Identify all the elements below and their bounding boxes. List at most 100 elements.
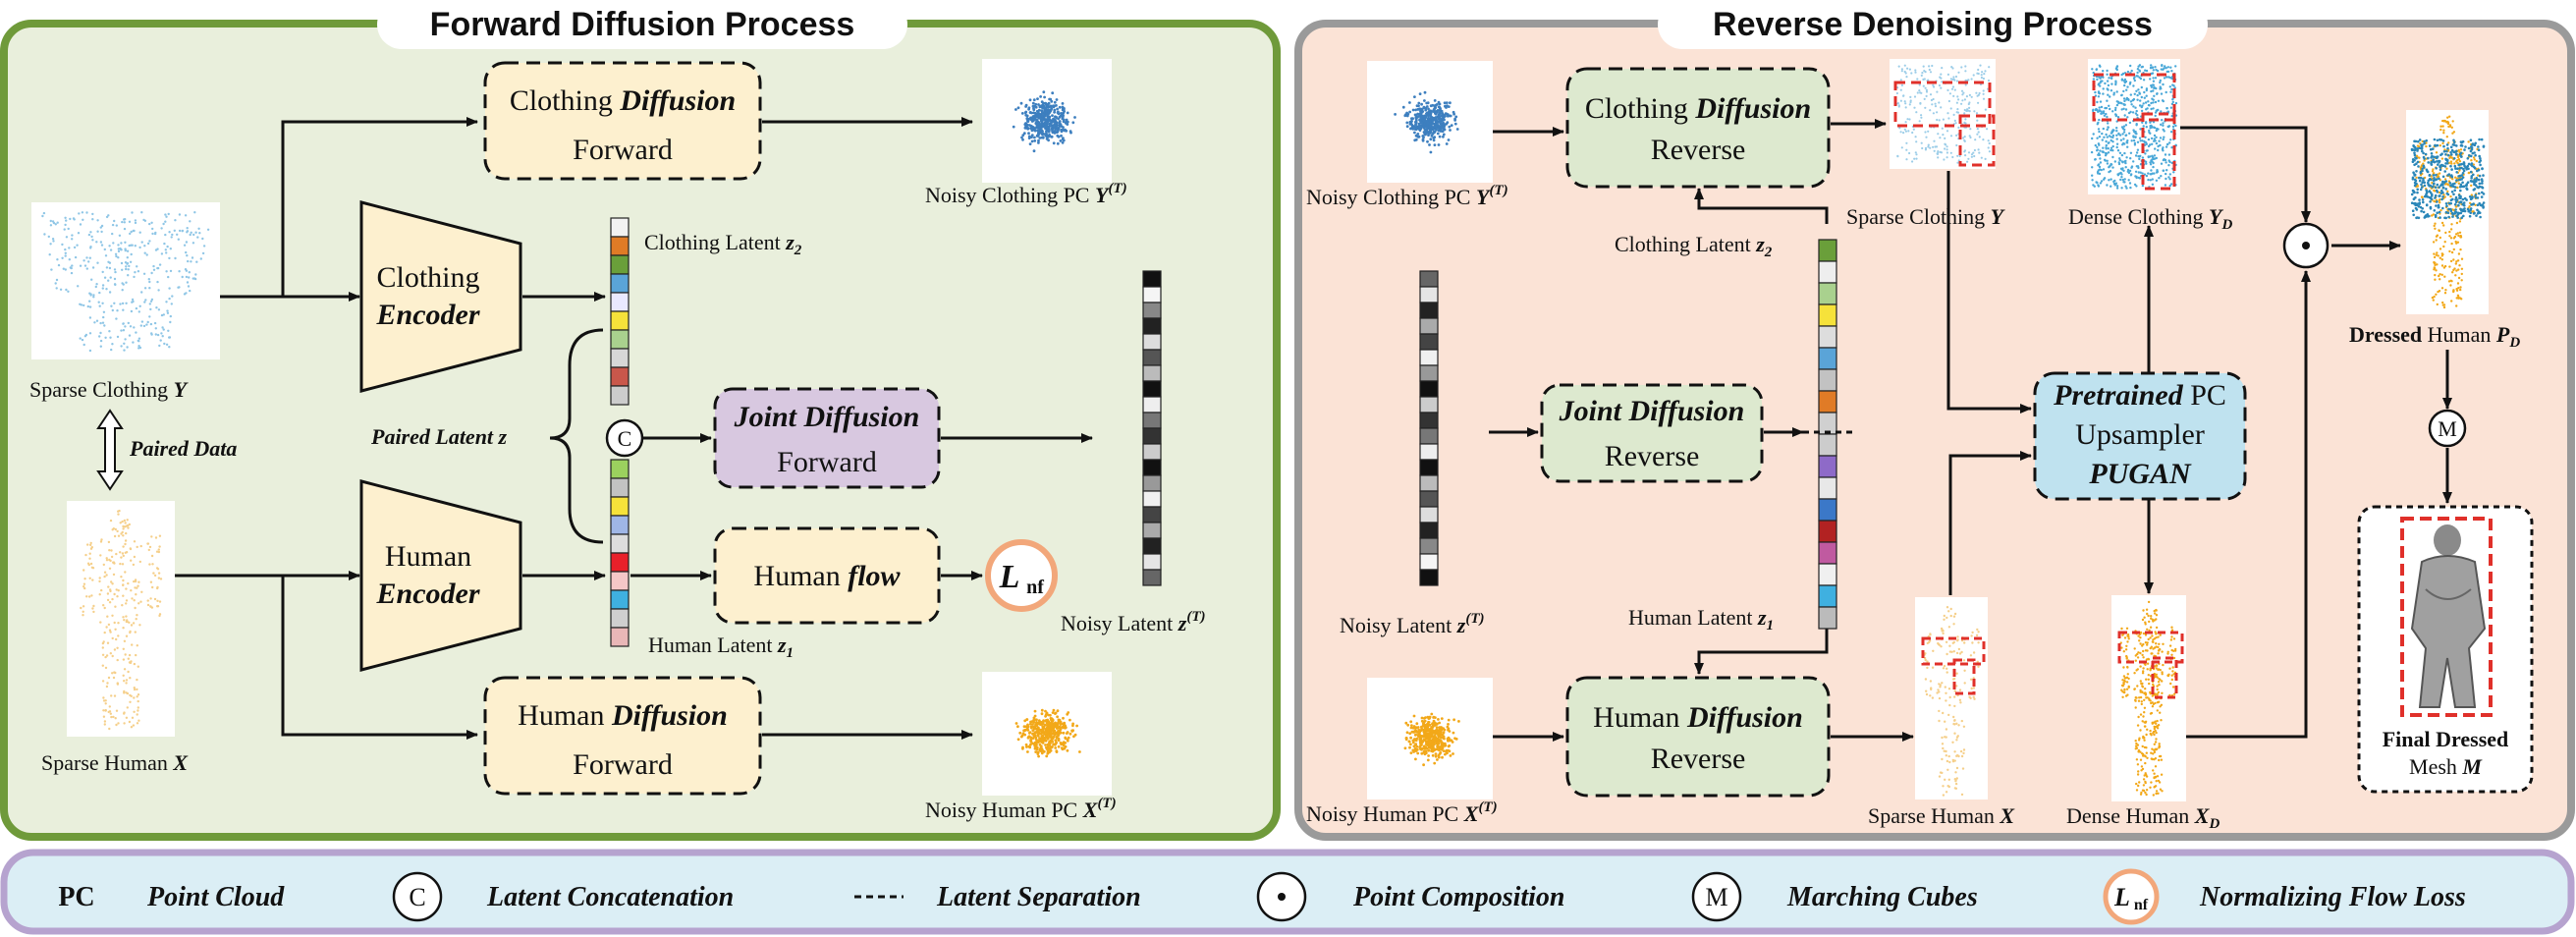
pc-point xyxy=(1955,777,1959,780)
latent-cell xyxy=(1419,349,1439,366)
pc-point xyxy=(2441,186,2445,190)
pc-point xyxy=(2121,695,2124,698)
pc-point xyxy=(2459,236,2463,239)
pc-point xyxy=(2106,73,2109,77)
pc-point xyxy=(1915,111,1918,114)
pc-point xyxy=(1061,140,1065,144)
pc-point xyxy=(101,321,105,324)
pc-point xyxy=(1977,641,1980,644)
pc-point xyxy=(2144,101,2148,104)
pc-point xyxy=(133,687,136,689)
pc-point xyxy=(1965,109,1968,113)
pc-point xyxy=(2148,104,2151,107)
latent-cell xyxy=(1818,563,1837,586)
pc-point xyxy=(2144,634,2148,636)
latent-cell xyxy=(1142,396,1162,413)
pc-point xyxy=(2110,185,2112,188)
pc-point xyxy=(2457,234,2460,238)
pc-point xyxy=(2141,744,2144,748)
pc-point xyxy=(170,236,173,239)
pc-point xyxy=(2095,181,2098,184)
pc-point xyxy=(2434,215,2438,219)
pc-point xyxy=(136,722,139,725)
pc-point xyxy=(111,636,114,640)
pc-point xyxy=(1062,126,1065,130)
pc-point xyxy=(126,256,129,259)
pc-point xyxy=(1940,86,1943,89)
pc-point xyxy=(91,266,95,269)
pc-point xyxy=(2155,129,2158,133)
pc-point xyxy=(120,556,123,559)
pc-point xyxy=(2118,134,2122,137)
pc-point xyxy=(2419,205,2423,209)
pc-point xyxy=(101,284,105,287)
pc-point xyxy=(151,585,154,589)
pc-point xyxy=(99,621,102,624)
pc-point xyxy=(1415,744,1419,748)
pc-point xyxy=(2422,210,2426,214)
pc-point xyxy=(112,715,115,719)
pc-point xyxy=(2450,191,2454,193)
pc-point xyxy=(2123,679,2126,683)
pc-point xyxy=(1918,120,1921,123)
pc-point xyxy=(137,580,140,583)
pc-point xyxy=(1046,736,1049,740)
pc-point xyxy=(2163,136,2165,138)
pc-point xyxy=(2111,136,2114,139)
pc-point xyxy=(2155,633,2158,635)
pc-point xyxy=(99,554,102,557)
pc-point xyxy=(2113,184,2116,187)
pc-point xyxy=(2115,103,2119,107)
pc-point xyxy=(2448,265,2451,268)
pc-point xyxy=(150,535,153,538)
pc-point xyxy=(2429,200,2432,203)
pc-point xyxy=(41,214,44,218)
pc-point xyxy=(1988,141,1991,145)
noisy-clothing-dots xyxy=(1012,90,1076,153)
pc-point xyxy=(1916,78,1919,81)
pc-point xyxy=(2467,140,2470,143)
pc-point xyxy=(2102,92,2105,95)
pc-point xyxy=(2132,138,2136,142)
pc-point xyxy=(1950,66,1953,69)
pc-point xyxy=(154,333,157,336)
pc-point xyxy=(177,286,180,289)
pc-point xyxy=(2129,81,2132,84)
pc-point xyxy=(2152,77,2155,80)
pc-point xyxy=(1933,149,1936,152)
pc-point xyxy=(1426,758,1430,762)
pc-point xyxy=(1409,720,1413,724)
pc-point xyxy=(2459,154,2463,158)
pc-point xyxy=(2132,135,2135,138)
pc-point xyxy=(72,217,76,220)
pc-point xyxy=(1963,108,1966,112)
pc-point xyxy=(132,229,135,233)
pc-point xyxy=(1424,745,1428,749)
pc-point xyxy=(2454,274,2457,277)
pc-point xyxy=(176,233,179,236)
pc-point xyxy=(1956,735,1960,738)
pc-point xyxy=(2098,110,2101,113)
pc-point xyxy=(2447,141,2450,144)
pc-point xyxy=(102,315,105,319)
pc-point xyxy=(2125,644,2128,647)
pc-point xyxy=(1405,111,1408,115)
pc-point xyxy=(1975,91,1978,94)
pc-point xyxy=(1967,151,1971,154)
pc-point xyxy=(2149,626,2153,629)
pc-point xyxy=(1972,695,1975,698)
pc-point xyxy=(2156,92,2159,96)
pc-point xyxy=(2148,129,2151,133)
pc-point xyxy=(1960,639,1964,642)
pc-point xyxy=(148,240,151,243)
pc-point xyxy=(2097,142,2101,145)
pc-point xyxy=(2157,681,2161,684)
pc-point xyxy=(2144,663,2147,666)
pc-point xyxy=(1923,97,1926,100)
pc-point xyxy=(90,278,93,281)
pc-point xyxy=(117,249,121,253)
pc-point xyxy=(81,338,84,342)
paired-latent-label: Paired Latent z xyxy=(370,424,508,449)
pc-point xyxy=(2160,123,2163,126)
latent-cell xyxy=(610,236,630,256)
